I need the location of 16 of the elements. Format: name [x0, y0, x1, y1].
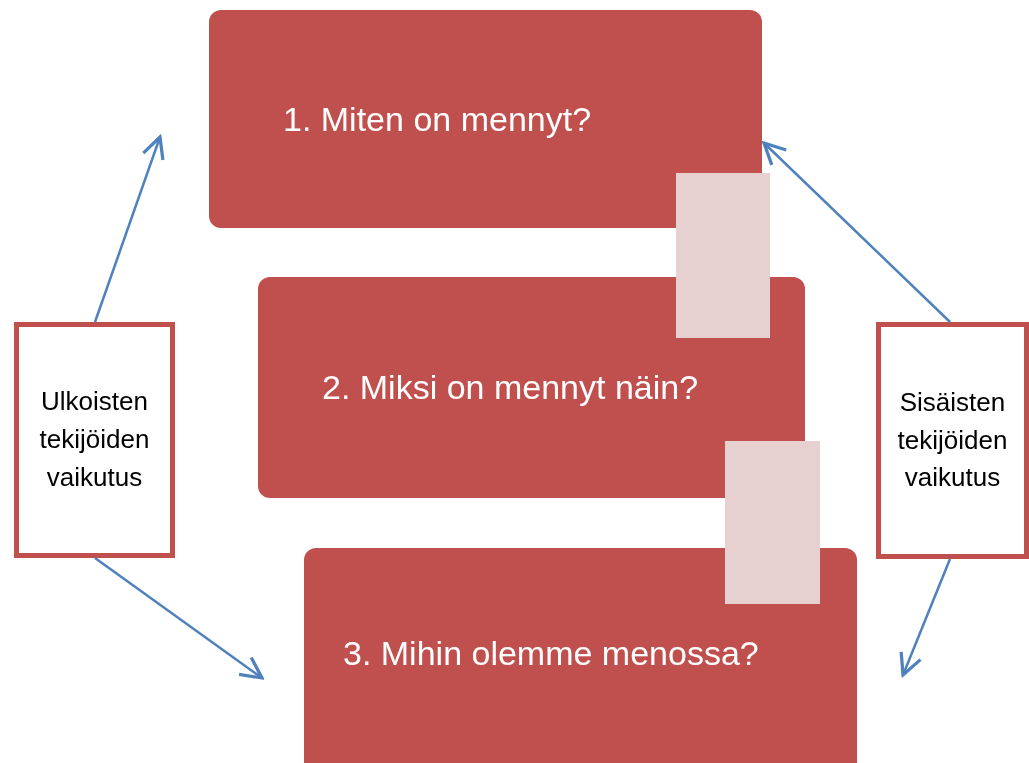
question-box — [209, 10, 762, 228]
question-text: 1. Miten on mennyt? — [283, 99, 592, 139]
factor-text: Sisäisten tekijöiden vaikutus — [896, 385, 1009, 495]
question-box — [258, 277, 805, 498]
question-box — [304, 548, 857, 763]
connector-block — [725, 441, 820, 604]
factor-box — [876, 322, 1029, 559]
connector-block — [676, 173, 770, 338]
arrow — [762, 141, 951, 323]
question-text: 2. Miksi on mennyt näin? — [322, 368, 699, 407]
factor-text: Ulkoisten tekijöiden vaikutus — [38, 385, 151, 494]
arrow — [94, 557, 264, 680]
arrow — [93, 135, 165, 323]
factor-box — [14, 322, 175, 558]
question-text: 3. Mihin olemme menossa? — [343, 633, 759, 673]
arrow — [899, 558, 952, 677]
